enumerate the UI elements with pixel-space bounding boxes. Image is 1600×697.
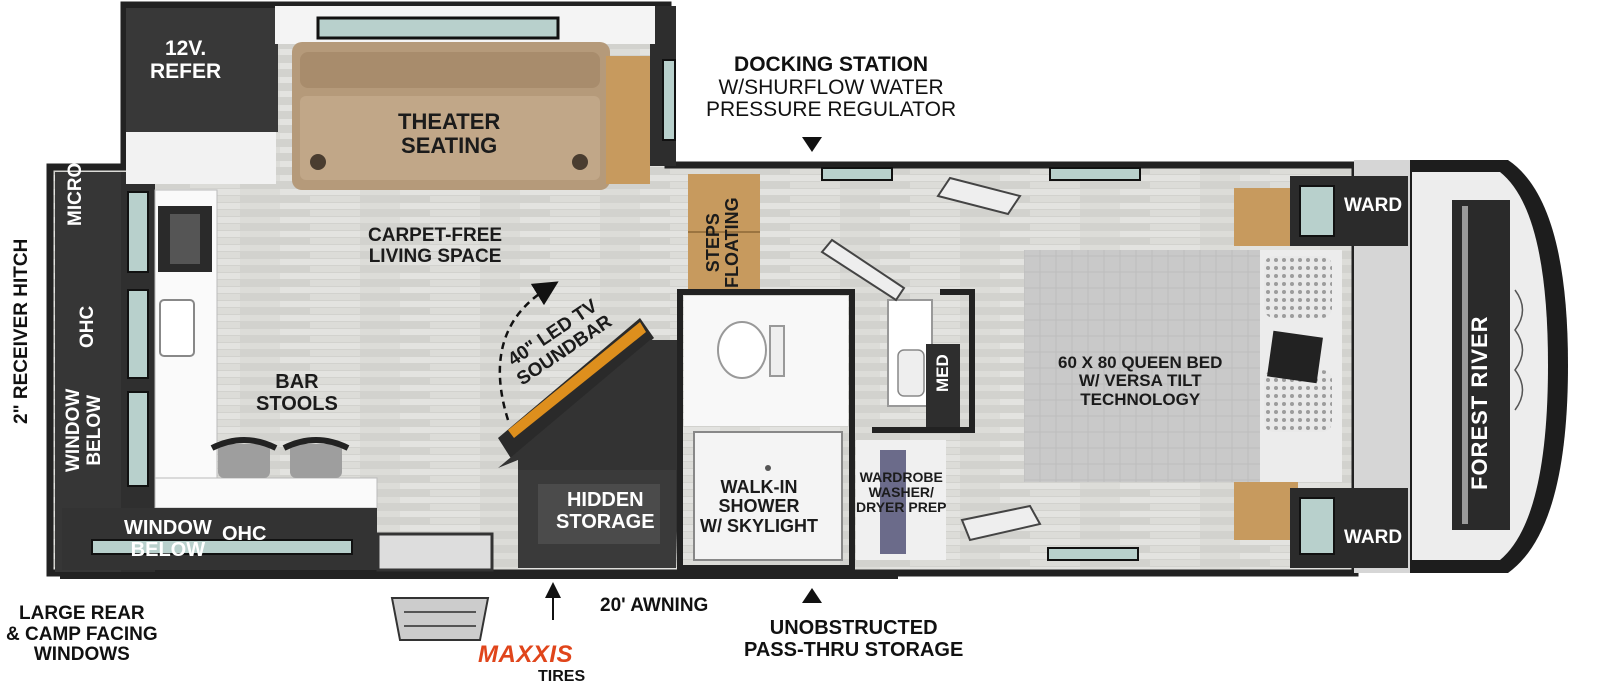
wardrobe-closet xyxy=(856,440,946,560)
callout-receiver-hitch: 2" RECEIVER HITCH xyxy=(11,238,32,424)
model-mark: FOREST RIVER xyxy=(1467,315,1492,490)
callout-docking-station: DOCKING STATION W/SHURFLOW WATER PRESSUR… xyxy=(706,53,957,122)
tire-brand-logo: MAXXIS xyxy=(478,641,574,668)
label-ward-bottom: WARD xyxy=(1344,527,1403,548)
tire-label: TIRES xyxy=(538,668,586,685)
label-micro: MICRO xyxy=(65,162,86,226)
bar-stools xyxy=(210,437,350,478)
label-med: MED xyxy=(933,354,952,392)
label-ward-top: WARD xyxy=(1344,195,1403,216)
theater-sofa xyxy=(275,6,676,190)
rear-cabinets xyxy=(55,172,378,572)
callout-awning: 20' AWNING xyxy=(600,595,709,616)
bathroom xyxy=(677,289,975,571)
wardrobes xyxy=(1234,176,1408,568)
entry-steps xyxy=(376,532,494,641)
refer-cabinet xyxy=(126,8,278,184)
label-ohc-bottom: OHC xyxy=(222,523,267,545)
arrows xyxy=(498,137,822,620)
awning-rail xyxy=(60,573,898,579)
label-ohc-upper: OHC xyxy=(77,305,98,348)
ceiling-vents xyxy=(820,167,1141,561)
hidden-storage-area xyxy=(518,470,676,568)
floating-steps xyxy=(688,174,760,290)
label-refer: 12V.REFER xyxy=(150,37,222,83)
queen-bed xyxy=(1024,250,1342,482)
